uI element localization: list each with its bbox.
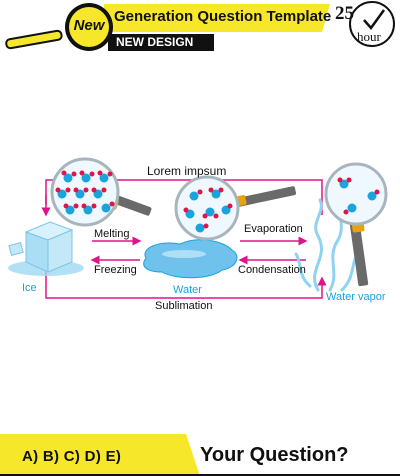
ice-molecules	[55, 170, 115, 215]
design-tag: NEW DESIGN	[108, 34, 214, 51]
water-molecules	[183, 187, 233, 233]
header-bar	[5, 1, 395, 51]
clock-unit: hour	[357, 29, 381, 44]
condensation-label: Condensation	[238, 264, 306, 276]
clock-number: 25	[335, 3, 354, 24]
freezing-label: Freezing	[94, 264, 137, 276]
water-puddle-icon	[143, 239, 238, 279]
melting-label: Melting	[94, 228, 130, 240]
footer-banner	[0, 434, 400, 476]
title-banner	[104, 4, 330, 32]
checkmark-icon	[363, 9, 386, 31]
water-cycle-diagram	[8, 157, 388, 299]
vapor-molecules	[337, 177, 380, 215]
new-badge-label: New	[73, 17, 105, 34]
answers-bar	[0, 434, 200, 476]
answer-options: A) B) C) D) E)	[22, 448, 122, 465]
cycle-bottom-line	[45, 270, 327, 299]
evaporation-label: Evaporation	[244, 223, 303, 235]
ice-label: Ice	[22, 282, 37, 294]
new-badge	[69, 7, 109, 47]
water-vapor-label: Water vapor	[326, 291, 386, 303]
water-label: Water	[173, 284, 202, 296]
cycle-top-line	[45, 179, 323, 215]
page-title: Generation Question Template	[114, 8, 332, 25]
magnifier-handle-icon	[5, 29, 63, 50]
sublimation-label: Sublimation	[155, 300, 213, 312]
question-text: Your Question?	[200, 444, 349, 466]
ice-cube-icon	[8, 221, 84, 276]
top-label: Lorem impsum	[147, 164, 227, 178]
